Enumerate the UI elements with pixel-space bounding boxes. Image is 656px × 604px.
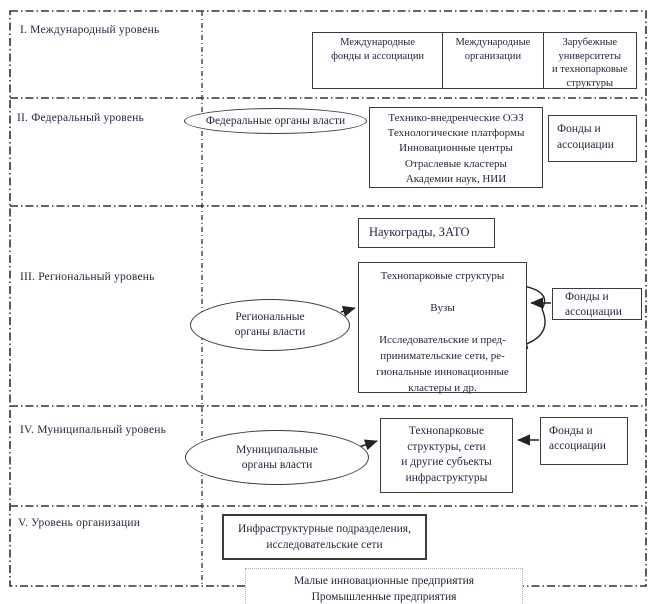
level-label-regional: III. Региональный уровень — [20, 271, 155, 283]
federal-authority-ellipse: Федеральные органы власти — [184, 108, 367, 134]
municipal-authority-ellipse: Муниципальные органы власти — [185, 430, 369, 485]
outer-border — [9, 10, 647, 587]
level-label-organization: V. Уровень организации — [18, 517, 141, 529]
foreign-universities-cell: Зарубежные университеты и технопарковые … — [542, 33, 636, 89]
municipal-authority-label: Муниципальные органы власти — [236, 443, 318, 471]
federal-authority-label: Федеральные органы власти — [205, 115, 346, 127]
science-cities-box: Наукограды, ЗАТО — [358, 218, 495, 248]
regional-authority-ellipse: Региональные органы власти — [190, 299, 350, 351]
enterprises-box: Малые инновационные предприятия Промышле… — [245, 568, 523, 604]
organization-units-box: Инфраструктурные подразделения, исследов… — [222, 514, 427, 560]
level-label-international: I. Международный уровень — [20, 24, 160, 36]
international-organizations-cell: Международные организации — [442, 33, 542, 88]
level-label-municipal: IV. Муниципальный уровень — [20, 424, 167, 436]
municipal-funds-box: Фонды и ассоциации — [540, 417, 628, 465]
international-funds-cell: Международные фонды и ассоциации — [331, 37, 425, 62]
municipal-infrastructure-box: Технопарковые структуры, сети и другие с… — [380, 418, 513, 493]
regional-authority-label: Региональные органы власти — [234, 311, 306, 338]
regional-funds-box: Фонды и ассоциации — [552, 288, 642, 320]
federal-funds-box: Фонды и ассоциации — [548, 115, 637, 162]
federal-infrastructure-box: Технико-внедренческие ОЭЗ Технологически… — [369, 107, 543, 188]
level-label-federal: II. Федеральный уровень — [17, 112, 144, 124]
international-orgs-box: Международные фонды и ассоциации Междуна… — [312, 32, 637, 89]
regional-infrastructure-box: Технопарковые структуры Вузы Исследовате… — [358, 262, 527, 394]
arrow-regional-authority — [340, 305, 356, 317]
